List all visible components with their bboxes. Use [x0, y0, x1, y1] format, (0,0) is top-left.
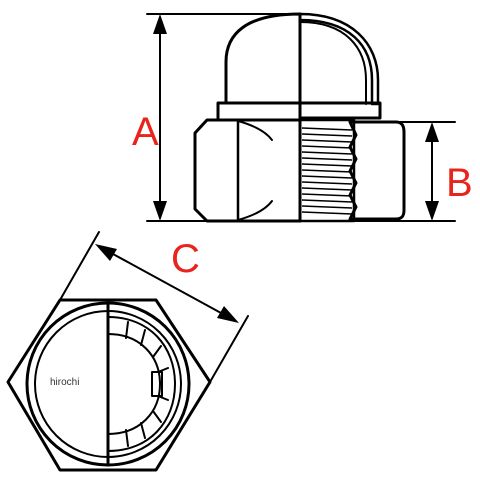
thread-lines — [301, 127, 353, 215]
dimension-c — [95, 244, 239, 323]
dome-inner-line — [299, 21, 367, 105]
watermark-text: hirochi — [50, 377, 79, 388]
thread-line — [301, 181, 353, 185]
dimension-b-label: B — [446, 161, 473, 205]
thread-notch-box — [151, 371, 163, 397]
cut-body-dotted — [348, 120, 406, 221]
collar-right — [298, 101, 382, 120]
hex-face-curve-top — [237, 120, 273, 141]
thread-line — [301, 205, 353, 209]
thread-line — [301, 187, 353, 191]
dimension-a-label: A — [132, 110, 159, 154]
thread-line — [301, 211, 353, 215]
thread-line — [301, 139, 353, 143]
thread-line — [301, 127, 353, 131]
thread-line — [301, 151, 353, 155]
dome-left-half — [224, 12, 302, 105]
thread-line — [301, 145, 353, 149]
collar-left — [216, 101, 302, 122]
hex-outline — [6, 298, 212, 472]
thread-line — [301, 157, 353, 161]
extension-line-c-right — [209, 315, 249, 383]
extension-line-c-left — [59, 231, 100, 301]
thread-line — [301, 193, 353, 197]
hex-body-left — [193, 118, 302, 223]
side-view: A B — [132, 12, 473, 223]
top-view: C hirochi — [6, 231, 249, 472]
thread-line — [301, 163, 353, 167]
dimension-b — [425, 122, 439, 221]
thread-ring-inner — [107, 333, 161, 435]
thread-line — [301, 133, 353, 137]
thread-line — [301, 169, 353, 173]
hex-face-curve-bottom — [237, 200, 273, 221]
dimension-a — [153, 14, 167, 221]
thread-line — [301, 199, 353, 203]
thread-line — [301, 175, 353, 179]
dimension-c-label: C — [171, 237, 200, 281]
thread-ring-outer — [107, 316, 176, 452]
thread-notches — [125, 321, 169, 447]
